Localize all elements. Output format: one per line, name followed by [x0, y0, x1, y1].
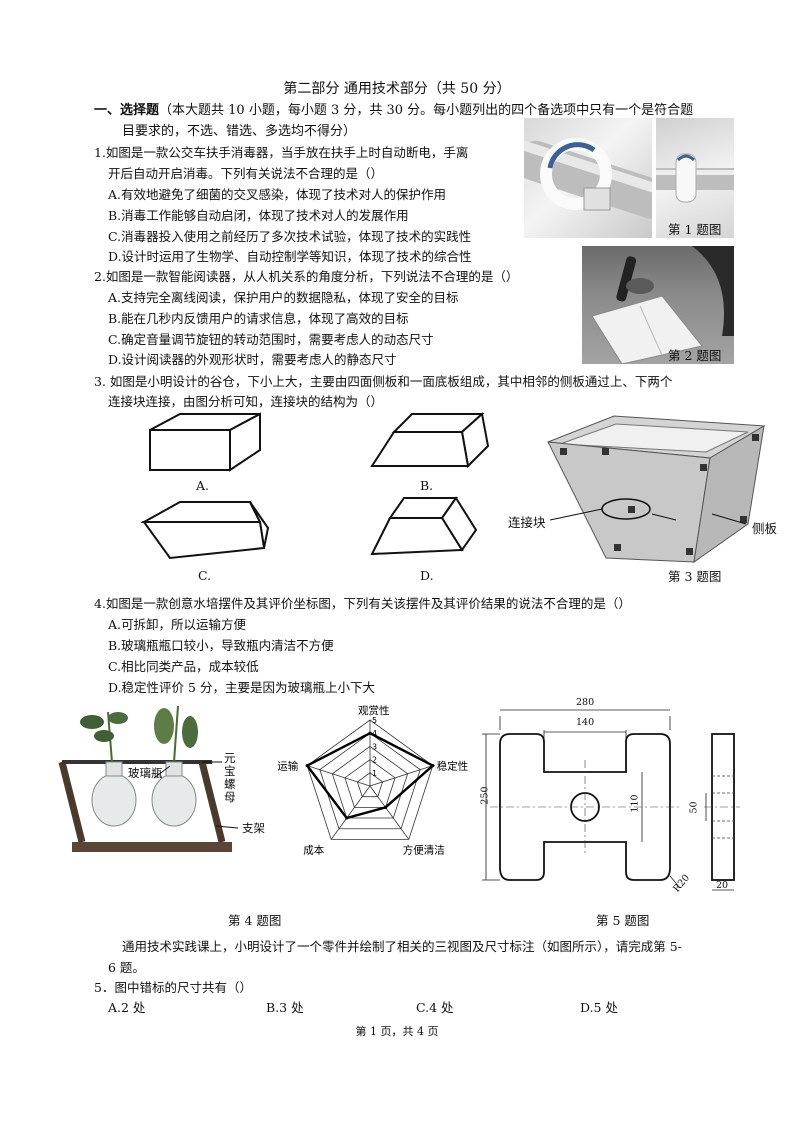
q4-label-bottle: 玻璃瓶 — [128, 766, 163, 780]
page-number: 第 1 页，共 4 页 — [355, 1025, 439, 1038]
q4-option-c: C.相比同类产品，成本较低 — [108, 659, 259, 674]
intro-q5-6-line1: 通用技术实践课上，小明设计了一个零件并绘制了相关的三视图及尺寸标注（如图所示），… — [122, 939, 682, 954]
q4-option-b: B.玻璃瓶瓶口较小，导致瓶内清洁不方便 — [108, 638, 334, 653]
q5-option-a: A.2 处 — [108, 1000, 146, 1015]
q5-option-d: D.5 处 — [580, 1000, 618, 1015]
radar-point — [345, 816, 349, 820]
q4-product-photo — [58, 705, 239, 852]
q2-option-b: B.能在几秒内反馈用户的请求信息，体现了高效的目标 — [108, 311, 409, 326]
q1-caption: 第 1 题图 — [668, 222, 722, 237]
q5-technical-drawing — [482, 709, 740, 891]
intro-q5-6-line2: 6 题。 — [108, 960, 145, 975]
q4-label-stand: 支架 — [242, 821, 265, 835]
radar-tick-label: 5 — [372, 716, 377, 725]
q1-option-b: B.消毒工作能够自动启闭，体现了技术对人的发展作用 — [108, 208, 409, 223]
q5-option-c: C.4 处 — [416, 1000, 454, 1015]
q1-option-d: D.设计时运用了生物学、自动控制学等知识，体现了技术的综合性 — [108, 249, 472, 264]
q1-photo-right — [651, 118, 741, 238]
radar-spoke — [307, 765, 371, 787]
q3-option-c: C. — [198, 568, 212, 583]
radar-point — [368, 731, 372, 735]
q5-dim-20: 20 — [716, 880, 729, 891]
radar-grid-ring — [356, 772, 384, 798]
q4-caption: 第 4 题图 — [228, 913, 282, 928]
q3-option-d: D. — [420, 568, 434, 583]
section-desc-2: 目要求的，不选、错选、多选均不得分） — [122, 124, 357, 139]
q5-stem: 5．图中错标的尺寸共有（） — [94, 980, 252, 995]
section-heading-line1: 一、选择题（本大题共 10 小题，每小题 3 分，共 30 分。每小题列出的四个… — [94, 99, 693, 118]
q5-option-b: B.3 处 — [266, 1000, 304, 1015]
radar-axis-label: 运输 — [277, 760, 298, 773]
q1-option-a: A.有效地避免了细菌的交叉感染，体现了技术对人的保护作用 — [108, 187, 447, 202]
radar-spoke — [369, 765, 433, 787]
q3-label-block: 连接块 — [508, 515, 546, 530]
q3-option-c-block-icon — [140, 501, 270, 560]
radar-grid-ring — [331, 745, 409, 819]
radar-point — [431, 764, 435, 768]
radar-tick-label: 3 — [372, 742, 377, 751]
radar-tick-label: 1 — [372, 769, 377, 778]
q2-option-c: C.确定音量调节旋钮的转动范围时，需要考虑人的动态尺寸 — [108, 332, 434, 347]
q3-option-b: B. — [420, 478, 434, 493]
radar-grid-ring — [306, 719, 434, 840]
q2-stem: 2.如图是一款智能阅读器，从人机关系的角度分析，下列说法不合理的是（） — [94, 269, 519, 284]
q2-caption: 第 2 题图 — [668, 348, 722, 363]
radar-grid-ring — [319, 732, 421, 830]
page-title: 第二部分 通用技术部分（共 50 分） — [283, 81, 511, 97]
q3-label-side: 侧板 — [752, 521, 778, 536]
q5-dim-50: 50 — [688, 801, 700, 814]
q3-caption: 第 3 题图 — [668, 569, 722, 584]
radar-tick-label: 2 — [372, 756, 377, 765]
q4-label-nut: 元宝螺母 — [224, 751, 236, 804]
q1-stem-1: 1.如图是一款公交车扶手消毒器，当手放在扶手上时自动断电，手离 — [94, 145, 469, 160]
radar-grid-ring — [344, 759, 396, 808]
q3-option-b-block-icon — [370, 412, 490, 469]
q1-photo-left — [516, 118, 675, 238]
q3-granary-drawing — [547, 415, 766, 564]
radar-spoke — [330, 785, 371, 840]
radar-spoke — [369, 785, 410, 840]
section-heading: 一、选择题 — [94, 103, 160, 118]
q3-stem-1: 3. 如图是小明设计的谷仓，下小上大，主要由四面侧板和一面底板组成，其中相邻的侧… — [94, 374, 673, 389]
q5-dim-140: 140 — [576, 717, 595, 728]
radar-axis-label: 观赏性 — [358, 704, 390, 717]
q1-option-c: C.消毒器投入使用之前经历了多次技术试验，体现了技术的实践性 — [108, 229, 472, 244]
radar-tick-label: 4 — [372, 729, 377, 738]
q5-dim-280: 280 — [576, 697, 595, 708]
radar-axis-label: 成本 — [303, 843, 324, 856]
q3-option-a: A. — [196, 478, 210, 493]
q4-option-d: D.稳定性评价 5 分，主要是因为玻璃瓶上小下大 — [108, 680, 375, 695]
q3-stem-2: 连接块连接，由图分析可知，连接块的结构为（） — [108, 394, 384, 409]
q5-caption: 第 5 题图 — [596, 913, 650, 928]
q4-option-a: A.可拆卸，所以运输方便 — [108, 617, 247, 632]
q2-photo — [582, 246, 734, 365]
q5-dim-110: 110 — [629, 794, 641, 813]
q2-option-d: D.设计阅读器的外观形状时，需要考虑人的静态尺寸 — [108, 352, 397, 367]
radar-axis-label: 方便清洁 — [403, 843, 445, 856]
q4-stem: 4.如图是一款创意水培摆件及其评价坐标图，下列有关该摆件及其评价结果的说法不合理… — [94, 596, 631, 611]
radar-point — [383, 805, 388, 809]
section-desc-1: （本大题共 10 小题，每小题 3 分，共 30 分。每小题列出的四个备选项中只… — [159, 103, 694, 118]
q3-option-a-block-icon — [149, 412, 261, 472]
q3-option-d-block-icon — [370, 496, 478, 556]
q5-dim-250: 250 — [479, 786, 491, 805]
q1-stem-2: 开后自动开启消毒。下列有关说法不合理的是（） — [108, 166, 384, 181]
radar-axis-label: 稳定性 — [437, 760, 469, 773]
radar-point — [305, 764, 309, 768]
radar-series-line — [305, 731, 435, 820]
q2-option-a: A.支持完全离线阅读，保护用户的数据隐私，体现了安全的目标 — [108, 290, 459, 305]
